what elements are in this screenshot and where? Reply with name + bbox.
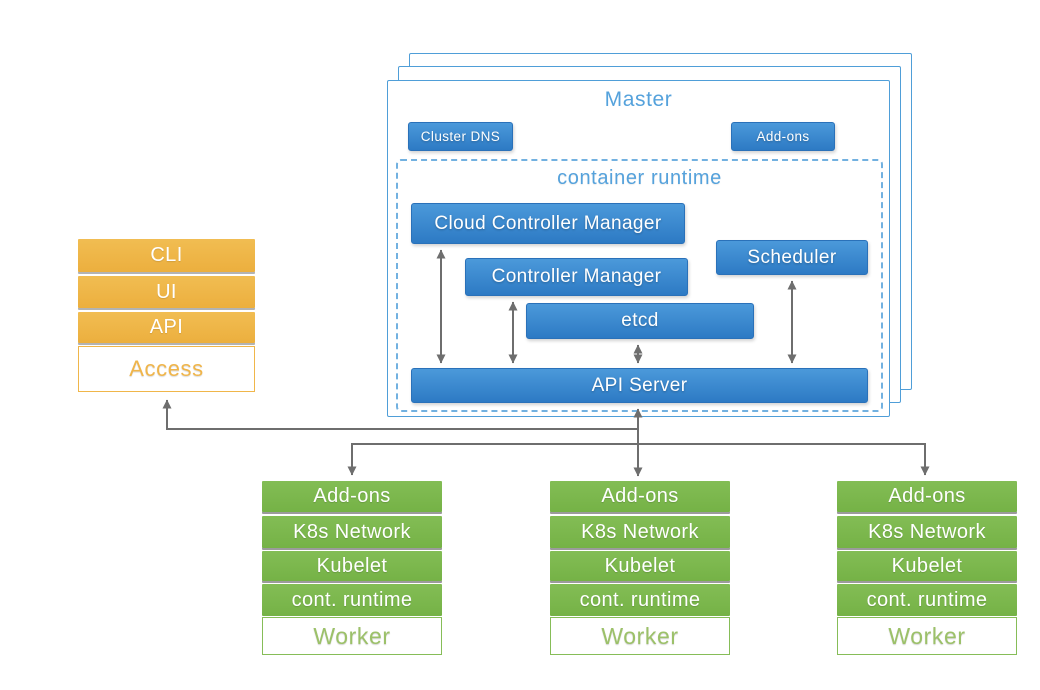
worker-row-k8s-network: K8s Network bbox=[837, 516, 1017, 548]
cloud-controller-manager-box: Cloud Controller Manager bbox=[411, 203, 685, 244]
arrow-to-worker-3 bbox=[638, 443, 930, 476]
worker-row-addons: Add-ons bbox=[550, 481, 730, 512]
worker-row-kubelet: Kubelet bbox=[550, 551, 730, 581]
worker-row-cont-runtime: cont. runtime bbox=[262, 584, 442, 616]
worker-row-addons: Add-ons bbox=[262, 481, 442, 512]
controller-manager-box: Controller Manager bbox=[465, 258, 688, 296]
worker-row-kubelet: Kubelet bbox=[262, 551, 442, 581]
arrow-to-worker-1 bbox=[347, 443, 638, 476]
access-item-ui: UI bbox=[78, 276, 255, 308]
worker-node-3: Add-ons K8s Network Kubelet cont. runtim… bbox=[837, 481, 1017, 655]
access-item-cli: CLI bbox=[78, 239, 255, 272]
worker-row-cont-runtime: cont. runtime bbox=[837, 584, 1017, 616]
master-addons-box: Add-ons bbox=[731, 122, 835, 151]
worker-row-kubelet: Kubelet bbox=[837, 551, 1017, 581]
worker-node-1: Add-ons K8s Network Kubelet cont. runtim… bbox=[262, 481, 442, 655]
etcd-box: etcd bbox=[526, 303, 754, 339]
worker-node-2: Add-ons K8s Network Kubelet cont. runtim… bbox=[550, 481, 730, 655]
worker-label-box: Worker bbox=[550, 617, 730, 655]
scheduler-box: Scheduler bbox=[716, 240, 868, 275]
access-item-api: API bbox=[78, 312, 255, 343]
worker-label-box: Worker bbox=[837, 617, 1017, 655]
worker-row-addons: Add-ons bbox=[837, 481, 1017, 512]
access-label-box: Access bbox=[78, 346, 255, 392]
api-server-box: API Server bbox=[411, 368, 868, 403]
worker-label-box: Worker bbox=[262, 617, 442, 655]
cluster-dns-box: Cluster DNS bbox=[408, 122, 513, 151]
container-runtime-title: container runtime bbox=[557, 167, 722, 189]
worker-row-k8s-network: K8s Network bbox=[262, 516, 442, 548]
worker-row-cont-runtime: cont. runtime bbox=[550, 584, 730, 616]
master-title: Master bbox=[604, 88, 673, 111]
worker-row-k8s-network: K8s Network bbox=[550, 516, 730, 548]
